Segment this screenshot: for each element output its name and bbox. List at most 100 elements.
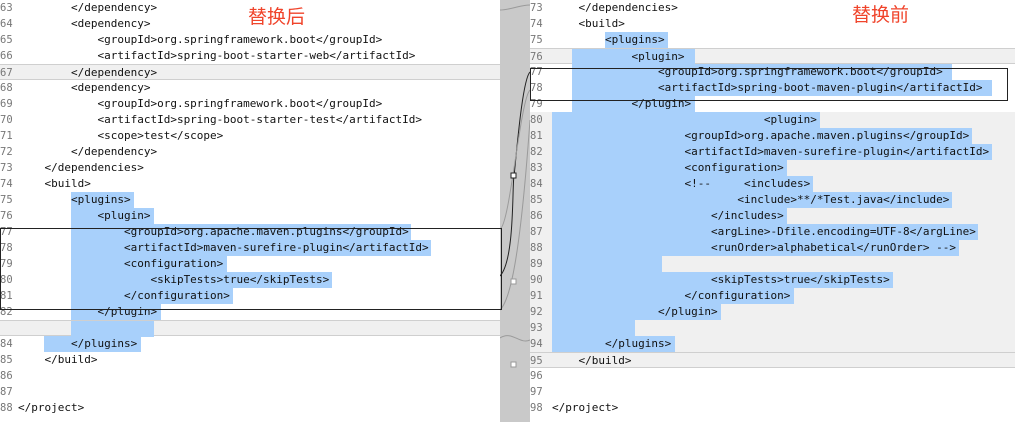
selection-highlight (70, 288, 234, 304)
code-line[interactable]: 86 (0, 368, 500, 384)
code-line[interactable]: 74 <build> (530, 16, 1015, 32)
selection-highlight (70, 272, 333, 288)
code-line[interactable]: 71 <scope>test</scope> (0, 128, 500, 144)
code-line[interactable]: 72 </dependency> (0, 144, 500, 160)
selection-highlight (604, 32, 669, 48)
code-line[interactable]: 82 <artifactId>maven-surefire-plugin</ar… (530, 144, 1015, 160)
line-number: 69 (0, 98, 13, 110)
left-editor-pane[interactable]: 63 </dependency>64 <dependency>65 <group… (0, 0, 500, 422)
code-text: </plugins> (552, 337, 672, 350)
line-number: 95 (530, 355, 543, 367)
line-number: 81 (0, 290, 13, 302)
code-line[interactable]: 88</project> (0, 400, 500, 416)
line-number: 90 (530, 274, 543, 286)
code-line[interactable]: 85 </build> (0, 352, 500, 368)
line-number: 91 (530, 290, 543, 302)
code-line[interactable]: 81 <groupId>org.apache.maven.plugins</gr… (530, 128, 1015, 144)
code-text: </dependency> (18, 66, 158, 79)
code-line[interactable]: 97 (530, 384, 1015, 400)
code-line[interactable]: 79 </plugin> (530, 96, 1015, 112)
code-line[interactable]: 78 <artifactId>maven-surefire-plugin</ar… (0, 240, 500, 256)
code-line[interactable]: 73 </dependencies> (530, 0, 1015, 16)
code-line[interactable]: 87 <argLine>-Dfile.encoding=UTF-8</argLi… (530, 224, 1015, 240)
diff-connector-lines (500, 4, 530, 368)
code-line[interactable]: 76 <plugin> (0, 208, 500, 224)
selection-highlight (70, 240, 432, 256)
code-line[interactable]: 68 <dependency> (0, 80, 500, 96)
code-line[interactable]: 70 <artifactId>spring-boot-starter-test<… (0, 112, 500, 128)
code-line[interactable]: 80 <skipTests>true</skipTests> (0, 272, 500, 288)
code-line[interactable]: 75 <plugins> (0, 192, 500, 208)
code-line[interactable]: 77 <groupId>org.apache.maven.plugins</gr… (0, 224, 500, 240)
selection-highlight (552, 320, 636, 336)
line-number: 86 (530, 210, 543, 222)
code-line[interactable]: 93 (530, 320, 1015, 336)
code-line[interactable]: 86 </includes> (530, 208, 1015, 224)
code-line[interactable]: 88 <runOrder>alphabetical</runOrder> --> (530, 240, 1015, 256)
line-number: 74 (0, 178, 13, 190)
code-line[interactable]: 67 </dependency> (0, 64, 500, 80)
code-line[interactable]: 77 <groupId>org.springframework.boot</gr… (530, 64, 1015, 80)
code-line[interactable]: 76 <plugin> (530, 48, 1015, 65)
code-text: <scope>test</scope> (18, 129, 224, 142)
code-line[interactable]: 84 </plugins> (0, 336, 500, 352)
code-line[interactable]: 95 </build> (530, 352, 1015, 368)
line-number: 87 (530, 226, 543, 238)
code-line[interactable]: 83 <configuration> (530, 160, 1015, 176)
code-line[interactable]: 65 <groupId>org.springframework.boot</gr… (0, 32, 500, 48)
selection-highlight (552, 112, 820, 128)
code-text: </build> (552, 354, 632, 367)
code-line[interactable]: 92 </plugin> (530, 304, 1015, 320)
code-text: <artifactId>spring-boot-starter-web</art… (18, 49, 416, 62)
selection-highlight (571, 49, 695, 65)
code-line[interactable]: 85 <include>**/*Test.java</include> (530, 192, 1015, 208)
line-number: 80 (0, 274, 13, 286)
line-number: 73 (530, 2, 543, 14)
line-number: 73 (0, 162, 13, 174)
code-line[interactable]: 82 </plugin> (0, 304, 500, 320)
code-line[interactable]: 80 <plugin> (530, 112, 1015, 128)
code-text: <skipTests>true</skipTests> (18, 273, 330, 286)
code-text: <groupId>org.springframework.boot</group… (552, 65, 943, 78)
line-number: 72 (0, 146, 13, 158)
code-line[interactable]: 94 </plugins> (530, 336, 1015, 352)
code-line[interactable]: 74 <build> (0, 176, 500, 192)
code-line[interactable]: 84 <!-- <includes> (530, 176, 1015, 192)
line-number: 67 (0, 67, 13, 79)
line-number: 78 (530, 82, 543, 94)
right-editor-pane[interactable]: 73 </dependencies>74 <build>75 <plugins>… (530, 0, 1015, 422)
line-number: 84 (0, 338, 13, 350)
line-number: 75 (530, 34, 543, 46)
code-line[interactable]: 63 </dependency> (0, 0, 500, 16)
code-text: <groupId>org.springframework.boot</group… (18, 33, 383, 46)
code-text: </plugins> (18, 337, 138, 350)
code-text: <plugin> (552, 50, 685, 63)
code-line[interactable]: 91 </configuration> (530, 288, 1015, 304)
code-line[interactable]: 73 </dependencies> (0, 160, 500, 176)
code-line[interactable]: 64 <dependency> (0, 16, 500, 32)
code-text: <!-- <includes> (552, 177, 811, 190)
code-line[interactable]: 79 <configuration> (0, 256, 500, 272)
code-text: <plugin> (18, 209, 151, 222)
code-text: <skipTests>true</skipTests> (552, 273, 890, 286)
code-text: <configuration> (552, 161, 784, 174)
line-number: 85 (530, 194, 543, 206)
code-line[interactable]: 75 <plugins> (530, 32, 1015, 48)
code-line[interactable]: 90 <skipTests>true</skipTests> (530, 272, 1015, 288)
code-line[interactable]: 96 (530, 368, 1015, 384)
line-number: 78 (0, 242, 13, 254)
code-line[interactable]: 98</project> (530, 400, 1015, 416)
code-line[interactable]: 89 (530, 256, 1015, 272)
code-line[interactable] (0, 320, 500, 337)
code-line[interactable]: 78 <artifactId>spring-boot-maven-plugin<… (530, 80, 1015, 96)
code-text: <include>**/*Test.java</include> (552, 193, 950, 206)
line-number: 77 (0, 226, 13, 238)
line-number: 65 (0, 34, 13, 46)
line-number: 63 (0, 2, 13, 14)
code-text: <configuration> (18, 257, 224, 270)
code-line[interactable]: 69 <groupId>org.springframework.boot</gr… (0, 96, 500, 112)
code-line[interactable]: 87 (0, 384, 500, 400)
selection-highlight (552, 208, 787, 224)
code-line[interactable]: 66 <artifactId>spring-boot-starter-web</… (0, 48, 500, 64)
code-line[interactable]: 81 </configuration> (0, 288, 500, 304)
